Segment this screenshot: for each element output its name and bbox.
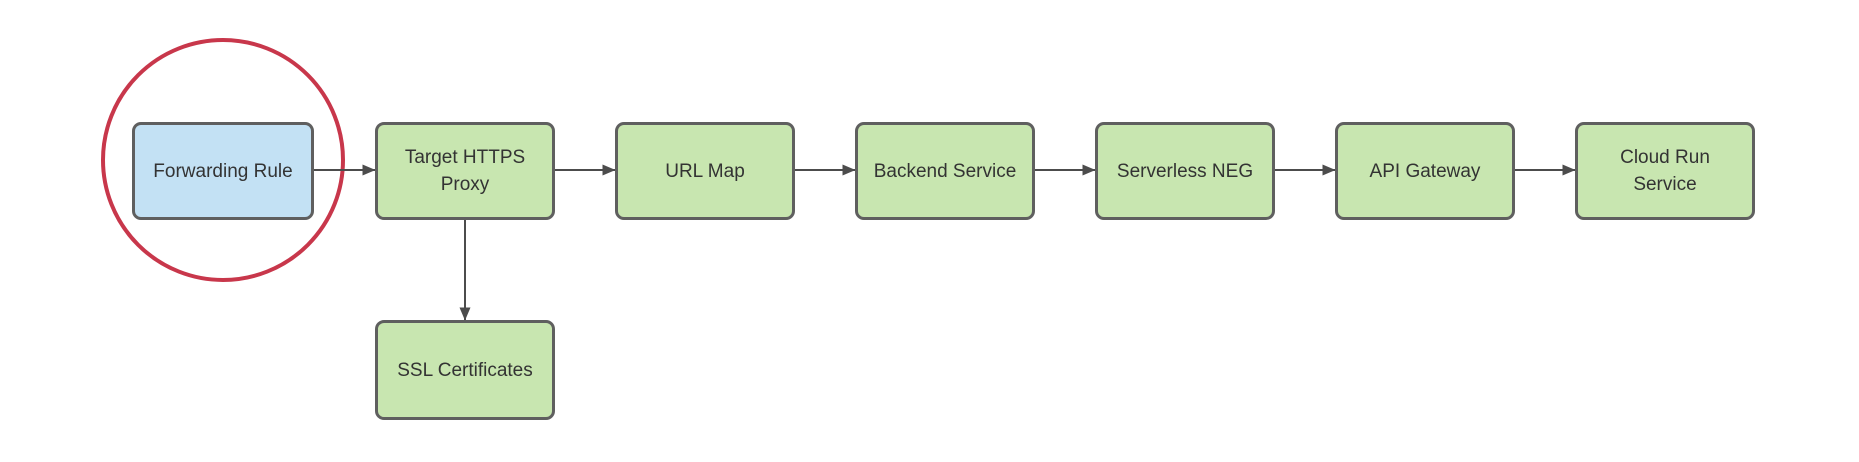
node-label: URL Map (665, 160, 745, 182)
node-label: Cloud Run Service (1620, 147, 1710, 195)
node-serverless-neg: Serverless NEG (1095, 122, 1275, 220)
node-label: SSL Certificates (397, 359, 533, 381)
node-label: Serverless NEG (1116, 160, 1254, 182)
node-label: Target HTTPS Proxy (404, 147, 526, 195)
node-target-https-proxy: Target HTTPS Proxy (375, 122, 555, 220)
node-label: API Gateway (1369, 160, 1481, 182)
node-ssl-certificates: SSL Certificates (375, 320, 555, 420)
node-api-gateway: API Gateway (1335, 122, 1515, 220)
node-cloud-run-service: Cloud Run Service (1575, 122, 1755, 220)
node-label: Backend Service (873, 160, 1017, 182)
node-forwarding-rule: Forwarding Rule (132, 122, 314, 220)
node-label: Forwarding Rule (153, 160, 293, 182)
node-url-map: URL Map (615, 122, 795, 220)
node-backend-service: Backend Service (855, 122, 1035, 220)
